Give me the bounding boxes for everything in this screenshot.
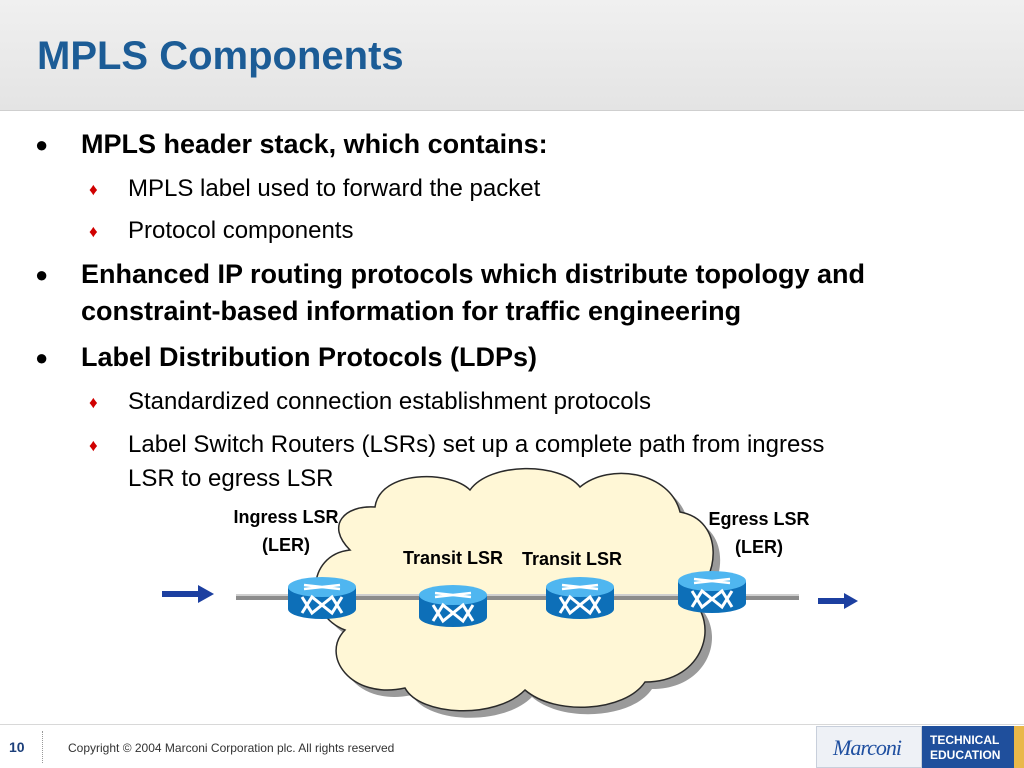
bullet-3: Label Distribution Protocols (LDPs) [81,342,538,372]
transit-label-2: Transit LSR [522,549,622,569]
transit-label-1: Transit LSR [403,548,503,568]
bullet-3-sub-2-line-1: Label Switch Routers (LSRs) set up a com… [128,431,825,458]
footer-divider [0,724,1024,725]
logo-text: Marconi [833,735,902,760]
slide-title: MPLS Components [37,34,404,78]
arrow-right-icon [818,593,858,609]
router-icon [676,569,748,615]
gold-accent-strip [1014,726,1024,768]
bullet-3-sub-2-line-2: LSR to egress LSR [128,465,334,492]
router-icon [286,575,358,621]
bullet-2-line-1: Enhanced IP routing protocols which dist… [81,259,866,289]
bullet-dot-icon: ● [35,132,49,157]
marconi-logo: Marconi [816,726,922,768]
bullet-3-sub-1: Standardized connection establishment pr… [128,388,651,415]
egress-label-line-1: Egress LSR [708,509,809,529]
bullet-1-sub-1: MPLS label used to forward the packet [128,175,541,202]
ingress-label-line-2: (LER) [262,535,310,555]
badge-line-2: EDUCATION [930,748,1001,762]
arrow-right-icon [162,585,214,603]
diamond-bullet-icon: ♦ [89,222,98,241]
footer-separator [42,731,43,763]
network-link [236,594,799,600]
bullet-dot-icon: ● [35,262,49,287]
router-icon [544,575,616,621]
egress-label-line-2: (LER) [735,537,783,557]
bullet-2-line-2: constraint-based information for traffic… [81,296,742,326]
badge-line-1: TECHNICAL [930,733,1000,747]
network-cloud [314,467,714,712]
technical-education-badge: TECHNICAL EDUCATION [922,726,1014,768]
bullet-1: MPLS header stack, which contains: [81,129,548,159]
diamond-bullet-icon: ♦ [89,180,98,199]
title-bar [0,0,1024,111]
bullet-dot-icon: ● [35,345,49,370]
router-icon [417,583,489,629]
diamond-bullet-icon: ♦ [89,393,98,412]
bullet-1-sub-2: Protocol components [128,217,354,244]
diamond-bullet-icon: ♦ [89,436,98,455]
copyright-text: Copyright © 2004 Marconi Corporation plc… [68,741,395,755]
page-number: 10 [9,739,25,755]
ingress-label-line-1: Ingress LSR [233,507,338,527]
